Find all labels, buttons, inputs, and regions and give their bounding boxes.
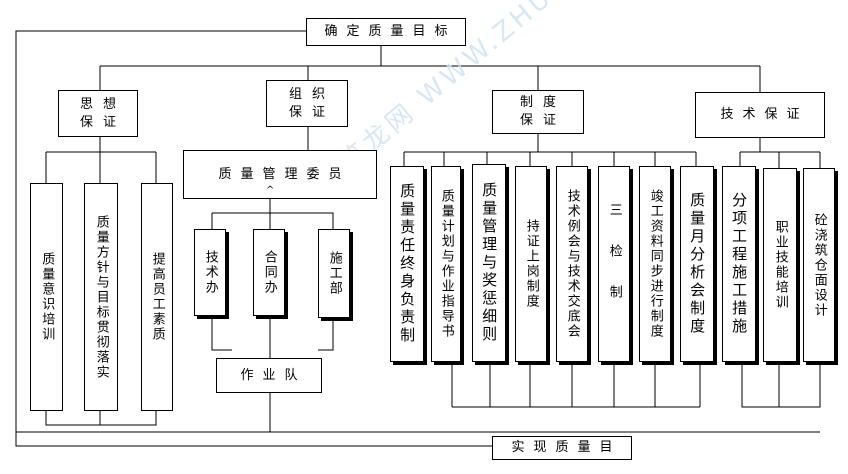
system-item: 质量责任终身负责制 [390,166,424,362]
thought-item: 质量意识培训 [30,183,63,411]
system-guarantee-label: 制度 保证 [519,95,566,128]
system-item: 技术例会与技术交底会 [556,166,588,362]
thought-item-label: 质量意识培训 [39,252,55,342]
department-box: 施工部 [318,229,350,318]
goal-title-box: 确定质量目标 [306,18,466,46]
technical-item-label: 分项工程施工措施 [730,192,749,336]
quality-committee-box: 质量管理委员 [183,150,377,199]
thought-guarantee-box: 思想 保证 [58,90,138,137]
thought-item: 提高员工素质 [141,183,173,411]
system-item-label: 持证上岗制度 [523,219,539,309]
quality-committee-label: 质量管理委员 [218,166,351,182]
system-item-label: 质量月分析会制度 [688,192,707,336]
department-box: 技术办 [194,229,226,316]
technical-item: 职业技能培训 [763,168,797,362]
achieve-goal-box: 实现质量目 [492,436,632,460]
technical-guarantee-box: 技术保证 [695,92,825,138]
goal-title: 确定质量目标 [324,24,457,40]
thought-item-label: 质量方针与目标贯彻落实 [93,214,109,380]
department-label: 合同办 [261,250,277,295]
system-item: 质量月分析会制度 [680,166,714,362]
technical-item-label: 职业技能培训 [772,220,788,310]
department-label: 技术办 [202,250,218,295]
technical-item: 分项工程施工措施 [722,166,756,362]
thought-item-label: 提高员工素质 [149,252,165,342]
system-item-label: 质量计划与作业指导书 [438,189,454,339]
organization-guarantee-box: 组织 保证 [266,80,348,127]
achieve-goal-label: 实现质量目 [511,440,622,456]
system-item-label: 竣工资料同步进行制度 [647,189,663,339]
system-item: 质量管理与奖惩细则 [472,164,506,362]
system-guarantee-box: 制度 保证 [492,90,584,134]
thought-guarantee-label: 思想 保证 [79,96,126,130]
organization-guarantee-label: 组织 保证 [288,86,335,120]
system-item: 竣工资料同步进行制度 [639,166,671,362]
system-item: 持证上岗制度 [515,166,547,362]
system-item-label: 三检制 [606,202,622,326]
thought-item: 质量方针与目标贯彻落实 [84,183,118,411]
department-label: 施工部 [326,251,342,296]
system-item: 质量计划与作业指导书 [431,166,461,362]
technical-guarantee-label: 技术保证 [720,107,809,123]
system-item-label: 技术例会与技术交底会 [564,189,580,339]
system-item-label: 质量管理与奖惩细则 [480,182,499,344]
system-item: 三检制 [598,166,630,362]
system-item-label: 质量责任终身负责制 [398,183,417,345]
department-box: 合同办 [253,229,285,316]
work-team-label: 作业队 [240,367,307,383]
technical-item-label: 砼浇筑仓面设计 [811,212,827,318]
technical-item: 砼浇筑仓面设计 [803,168,835,362]
work-team-box: 作业队 [216,358,322,393]
committee-caret: ^ [266,185,275,196]
